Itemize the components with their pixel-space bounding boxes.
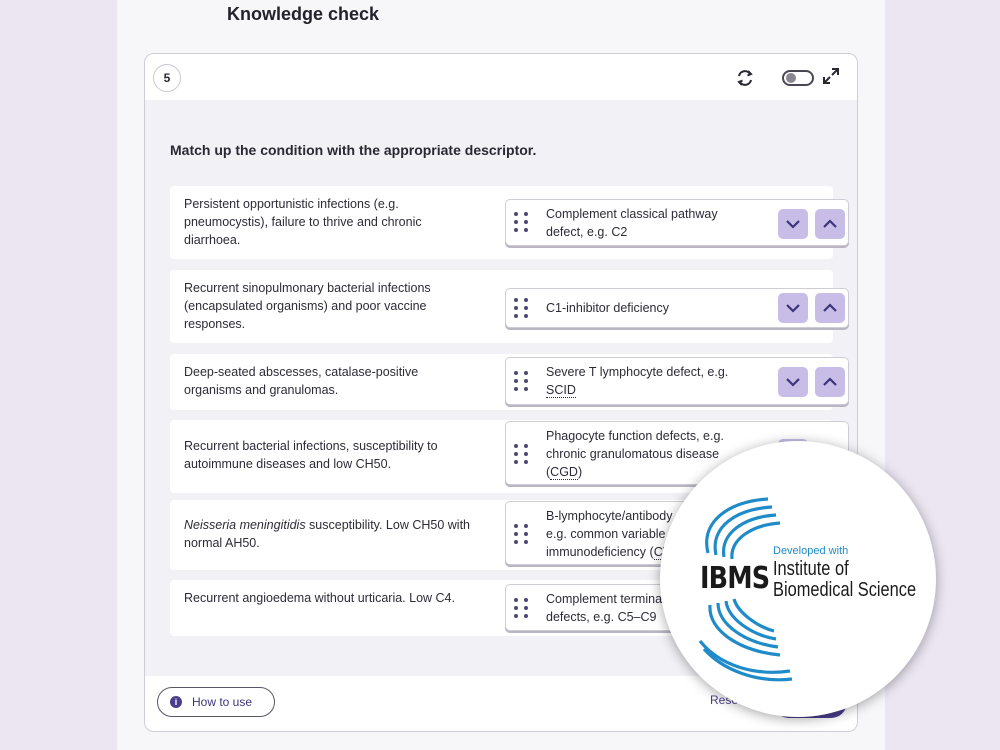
chevron-down-icon [786,220,800,229]
chevron-down-icon [786,304,800,313]
chevron-up-icon [823,219,837,228]
condition-text: Recurrent angioedema without urticaria. … [184,591,455,605]
chevron-up-icon [823,303,837,312]
drag-handle-icon[interactable] [514,298,528,318]
condition-rest: susceptibility. Low CH50 with normal AH5… [184,518,470,550]
draggable-option[interactable]: Severe T lymphocyte defect, e.g. SCID [505,357,849,405]
move-down-button[interactable] [778,293,808,323]
ibms-logo-badge: IBMS Developed with Institute of Biomedi… [660,441,936,717]
logo-name-line1: Institute of [773,558,849,580]
option-text: Severe T lymphocyte defect, e.g. SCID [546,363,756,399]
drag-handle-icon[interactable] [514,444,528,464]
option-abbreviation[interactable]: CGD [550,465,578,480]
option-text: Complement classical pathway defect, e.g… [546,207,718,239]
question-prompt: Match up the condition with the appropri… [170,142,537,158]
condition-text: Persistent opportunistic infections (e.g… [184,197,422,247]
logo-name-line2: Biomedical Science [773,579,917,601]
logo-abbreviation: IBMS [700,561,770,596]
option-text: Complement terminal p defects, e.g. C5–C… [546,590,756,626]
chevron-down-icon [786,378,800,387]
move-up-button[interactable] [815,293,845,323]
logo-tagline: Developed with [773,545,849,557]
ibms-stripes-icon [698,497,793,682]
expand-icon[interactable] [822,67,840,85]
option-abbreviation[interactable]: SCID [546,383,576,398]
drag-handle-icon[interactable] [514,598,528,618]
option-text-main: B-lymphocyte/antibody d [546,509,683,523]
drag-handle-icon[interactable] [514,212,528,232]
move-up-button[interactable] [815,367,845,397]
condition-italic: Neisseria meningitidis [184,518,306,532]
option-text-main: Complement terminal p [546,592,676,606]
condition-text: Recurrent bacterial infections, suscepti… [184,439,438,471]
match-row: Recurrent sinopulmonary bacterial infect… [170,270,849,343]
drag-handle-icon[interactable] [514,524,528,544]
option-text-end: ) [577,465,583,479]
toggle-knob [786,73,796,83]
toggle-switch[interactable] [782,70,814,86]
how-to-use-button[interactable]: i How to use [157,687,275,717]
option-text-main: Phagocyte function defects, e.g. chronic… [546,429,724,479]
refresh-icon[interactable] [735,68,755,88]
question-number-badge: 5 [153,64,181,92]
condition-text: Recurrent sinopulmonary bacterial infect… [184,281,431,331]
move-down-button[interactable] [778,209,808,239]
draggable-option[interactable]: Complement classical pathway defect, e.g… [505,199,849,246]
card-header: 5 [145,54,857,100]
draggable-option[interactable]: C1-inhibitor deficiency [505,288,849,328]
logo-name: Institute of Biomedical Science [773,559,916,601]
match-row: Deep-seated abscesses, catalase-positive… [170,354,849,410]
condition-text: Deep-seated abscesses, catalase-positive… [184,365,419,397]
option-text-cont: e.g. common variable immunodeficiency ( [546,527,666,559]
match-row: Persistent opportunistic infections (e.g… [170,186,849,259]
move-down-button[interactable] [778,367,808,397]
info-icon: i [170,696,182,708]
move-up-button[interactable] [815,209,845,239]
option-text: C1-inhibitor deficiency [546,301,669,315]
drag-handle-icon[interactable] [514,371,528,391]
option-text: Phagocyte function defects, e.g. chronic… [546,427,756,481]
page-title: Knowledge check [227,4,380,24]
how-to-use-label: How to use [192,695,253,709]
chevron-up-icon [823,377,837,386]
condition-text: Neisseria meningitidis susceptibility. L… [184,516,474,552]
option-text-cont: defects, e.g. C5–C9 [546,610,657,624]
option-text-main: Severe T lymphocyte defect, e.g. [546,365,729,379]
